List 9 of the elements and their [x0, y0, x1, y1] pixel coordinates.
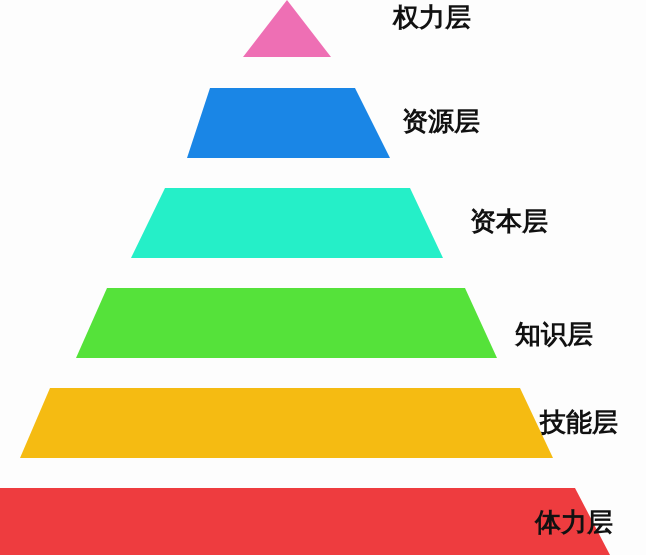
- layer-label: 资源层: [402, 107, 480, 137]
- layer-label: 知识层: [515, 320, 593, 350]
- pyramid-tier: [131, 188, 443, 258]
- pyramid-tier: [76, 288, 497, 358]
- pyramid-tier: [187, 88, 390, 158]
- layer-label: 资本层: [470, 207, 548, 237]
- layer-label: 权力层: [393, 3, 471, 33]
- layer-label: 技能层: [540, 408, 618, 438]
- pyramid-tier: [243, 0, 331, 57]
